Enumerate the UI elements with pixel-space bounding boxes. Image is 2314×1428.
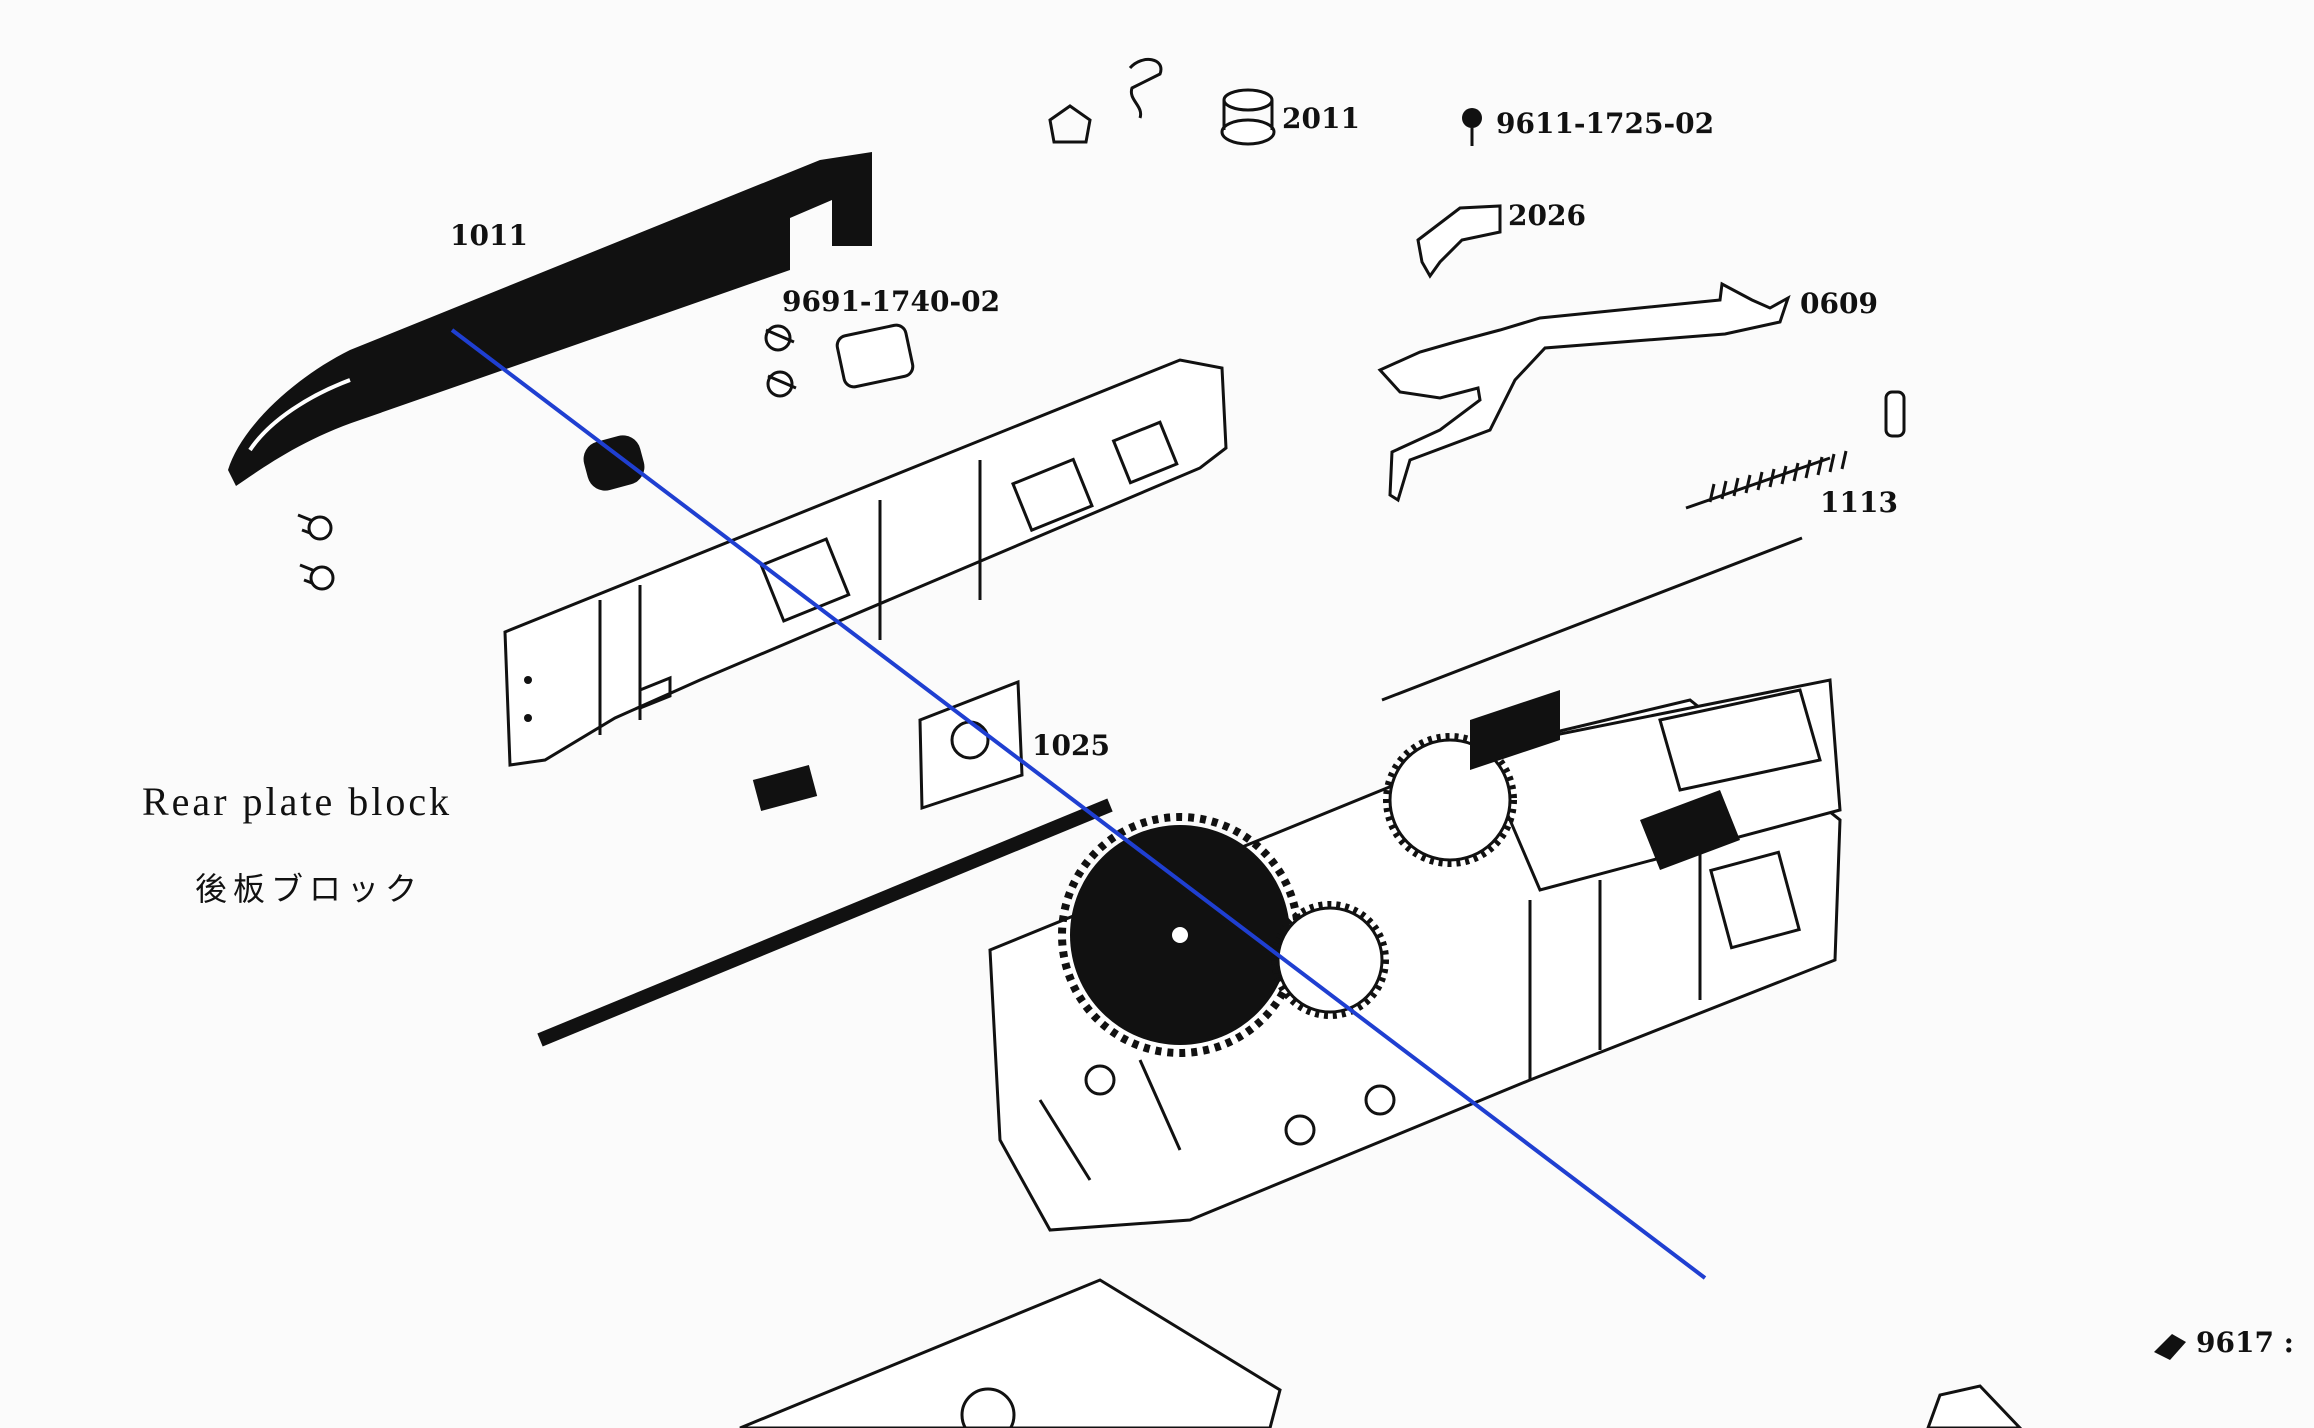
- thin-wire: [1381, 536, 1803, 702]
- part-1011-rear-cover-strip: [228, 152, 872, 486]
- small-pin: [1884, 390, 1906, 438]
- part-2026-bracket: [1416, 204, 1502, 279]
- screw-pair-left: [297, 513, 335, 591]
- bottom-partial-parts: [739, 1278, 2186, 1428]
- screw-pair-9691: [764, 324, 797, 398]
- section-title-jp: 後板ブロック: [195, 870, 423, 908]
- rubber-roller: [583, 435, 645, 491]
- blue-guide-line: [450, 328, 1707, 1280]
- label-9691-1740-02: 9691-1740-02: [782, 285, 1000, 318]
- label-1113: 1113: [1820, 486, 1898, 519]
- long-shaft: [537, 798, 1113, 1047]
- section-title-en: Rear plate block: [142, 779, 452, 824]
- part-0609-lever: [1377, 281, 1791, 503]
- label-9617: 9617 :: [2196, 1326, 2294, 1359]
- label-2011: 2011: [1282, 102, 1360, 135]
- label-9611-1725-02: 9611-1725-02: [1496, 107, 1714, 140]
- part-1113-spring: [1685, 450, 1848, 510]
- rear-plate-frame: [503, 358, 1228, 767]
- main-mechanism-block: [988, 678, 1842, 1232]
- label-2026: 2026: [1508, 199, 1586, 232]
- label-1025: 1025: [1032, 729, 1110, 762]
- part-1025-plate: [918, 679, 1024, 811]
- small-dark-block: [752, 765, 818, 811]
- small-gear: [1388, 738, 1512, 862]
- label-1011: 1011: [450, 219, 528, 252]
- label-0609: 0609: [1800, 287, 1878, 320]
- window-cover-part: [835, 323, 915, 389]
- top-small-parts: [1048, 58, 1482, 146]
